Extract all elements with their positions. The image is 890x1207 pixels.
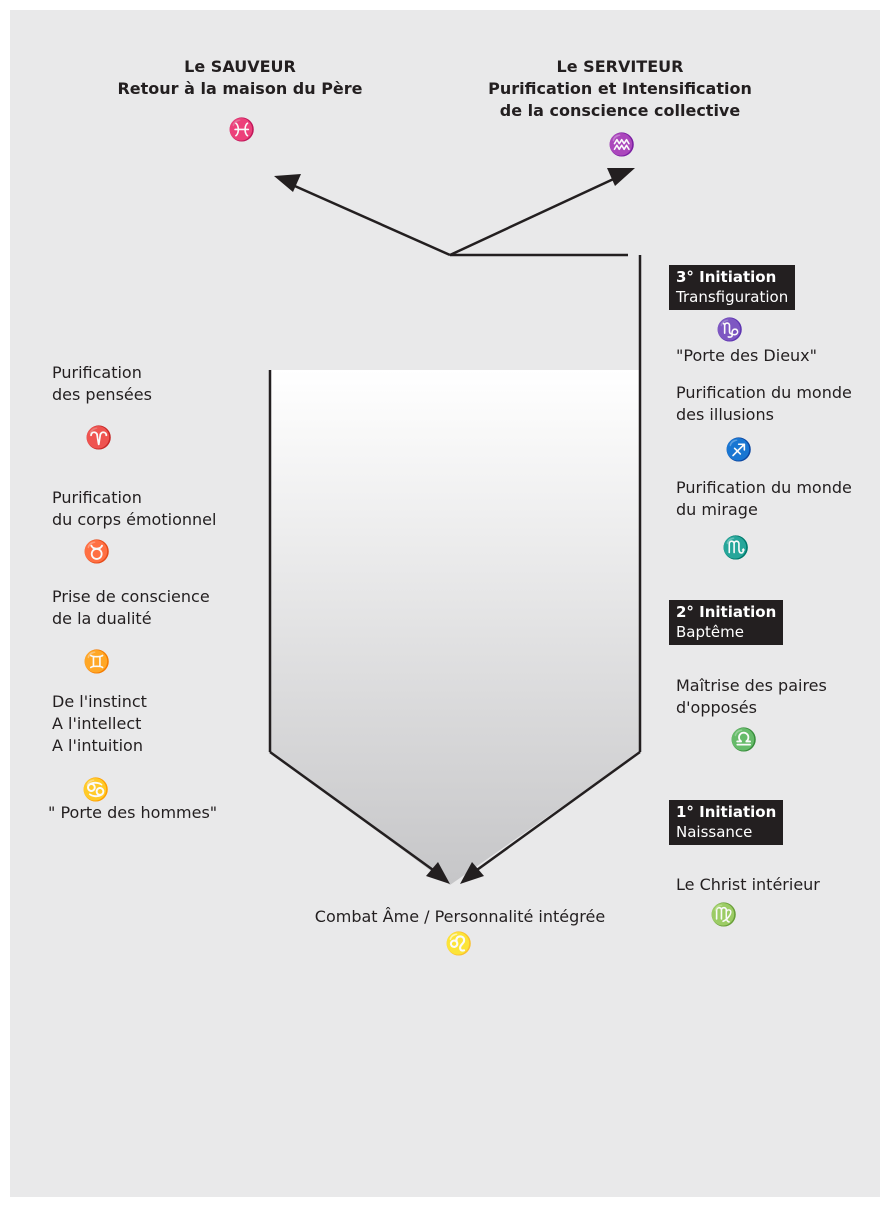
right-item-mirage-line2: du mirage bbox=[676, 500, 758, 519]
aquarius-icon: ♒ bbox=[608, 133, 636, 158]
top-right-title: Le SERVITEUR Purification et Intensifica… bbox=[455, 56, 785, 122]
virgo-icon: ♍ bbox=[710, 903, 738, 928]
second-initiation-title: 2° Initiation bbox=[676, 603, 777, 621]
second-initiation-badge: 2° Initiation Baptême bbox=[669, 600, 784, 645]
scorpio-icon: ♏ bbox=[722, 536, 750, 561]
left-item-2: Purification du corps émotionnel bbox=[52, 487, 216, 531]
arrow-head-top-right bbox=[607, 168, 635, 186]
left-item-3-line1: Prise de conscience bbox=[52, 587, 210, 606]
left-item-1-line2: des pensées bbox=[52, 385, 152, 404]
right-item-mirage: Purification du monde du mirage bbox=[676, 477, 852, 521]
right-item-christ: Le Christ intérieur bbox=[676, 875, 820, 894]
top-left-title: Le SAUVEUR Retour à la maison du Père bbox=[90, 56, 390, 100]
porte-des-hommes-caption: " Porte des hommes" bbox=[48, 803, 218, 822]
sauveur-label: Le SAUVEUR bbox=[184, 57, 296, 76]
right-item-opposes-line1: Maîtrise des paires bbox=[676, 676, 827, 695]
left-item-4: De l'instinct A l'intellect A l'intuitio… bbox=[52, 691, 147, 757]
left-item-1: Purification des pensées bbox=[52, 362, 152, 406]
left-item-2-line2: du corps émotionnel bbox=[52, 510, 217, 529]
left-item-4-line2: A l'intellect bbox=[52, 714, 142, 733]
leo-icon: ♌ bbox=[445, 932, 473, 957]
first-initiation-title: 1° Initiation bbox=[676, 803, 777, 821]
arrow-right-shaft bbox=[449, 174, 621, 257]
arrow-head-bottom-right bbox=[460, 862, 484, 884]
left-item-4-line3: A l'intuition bbox=[52, 736, 143, 755]
gemini-icon: ♊ bbox=[83, 650, 111, 675]
right-item-illusions: Purification du monde des illusions bbox=[676, 382, 852, 426]
funnel-right-diagonal bbox=[469, 750, 641, 877]
right-item-opposes-line2: d'opposés bbox=[676, 698, 757, 717]
arrow-head-bottom-left bbox=[426, 862, 450, 884]
bottom-label: Combat Âme / Personnalité intégrée bbox=[314, 907, 606, 926]
left-item-4-line1: De l'instinct bbox=[52, 692, 147, 711]
serviteur-subtitle-1: Purification et Intensification bbox=[488, 79, 752, 98]
taurus-icon: ♉ bbox=[83, 540, 111, 565]
right-item-mirage-line1: Purification du monde bbox=[676, 478, 852, 497]
first-initiation-subtitle: Naissance bbox=[676, 823, 753, 841]
funnel-left-diagonal bbox=[269, 750, 441, 877]
left-item-2-line1: Purification bbox=[52, 488, 142, 507]
arrow-head-top-left bbox=[274, 174, 301, 192]
second-initiation-subtitle: Baptême bbox=[676, 623, 744, 641]
serviteur-subtitle-2: de la conscience collective bbox=[499, 101, 741, 120]
first-initiation-badge: 1° Initiation Naissance bbox=[669, 800, 784, 845]
left-item-1-line1: Purification bbox=[52, 363, 142, 382]
aries-icon: ♈ bbox=[85, 426, 113, 451]
libra-icon: ♎ bbox=[730, 728, 758, 753]
right-item-illusions-line1: Purification du monde bbox=[676, 383, 852, 402]
capricorn-icon: ♑ bbox=[716, 318, 744, 343]
funnel-shape bbox=[270, 370, 640, 885]
third-initiation-title: 3° Initiation bbox=[676, 268, 777, 286]
left-item-3-line2: de la dualité bbox=[52, 609, 152, 628]
arrow-left-shaft bbox=[287, 181, 451, 257]
left-item-3: Prise de conscience de la dualité bbox=[52, 586, 210, 630]
third-initiation-subtitle: Transfiguration bbox=[676, 288, 789, 306]
porte-des-dieux-caption: "Porte des Dieux" bbox=[676, 346, 818, 365]
sauveur-subtitle: Retour à la maison du Père bbox=[117, 79, 363, 98]
serviteur-label: Le SERVITEUR bbox=[556, 57, 684, 76]
third-initiation-badge: 3° Initiation Transfiguration bbox=[669, 265, 796, 310]
pisces-icon: ♓ bbox=[228, 118, 256, 143]
sagittarius-icon: ♐ bbox=[725, 438, 753, 463]
cancer-icon: ♋ bbox=[82, 778, 110, 803]
right-item-opposes: Maîtrise des paires d'opposés bbox=[676, 675, 827, 719]
right-item-illusions-line2: des illusions bbox=[676, 405, 774, 424]
